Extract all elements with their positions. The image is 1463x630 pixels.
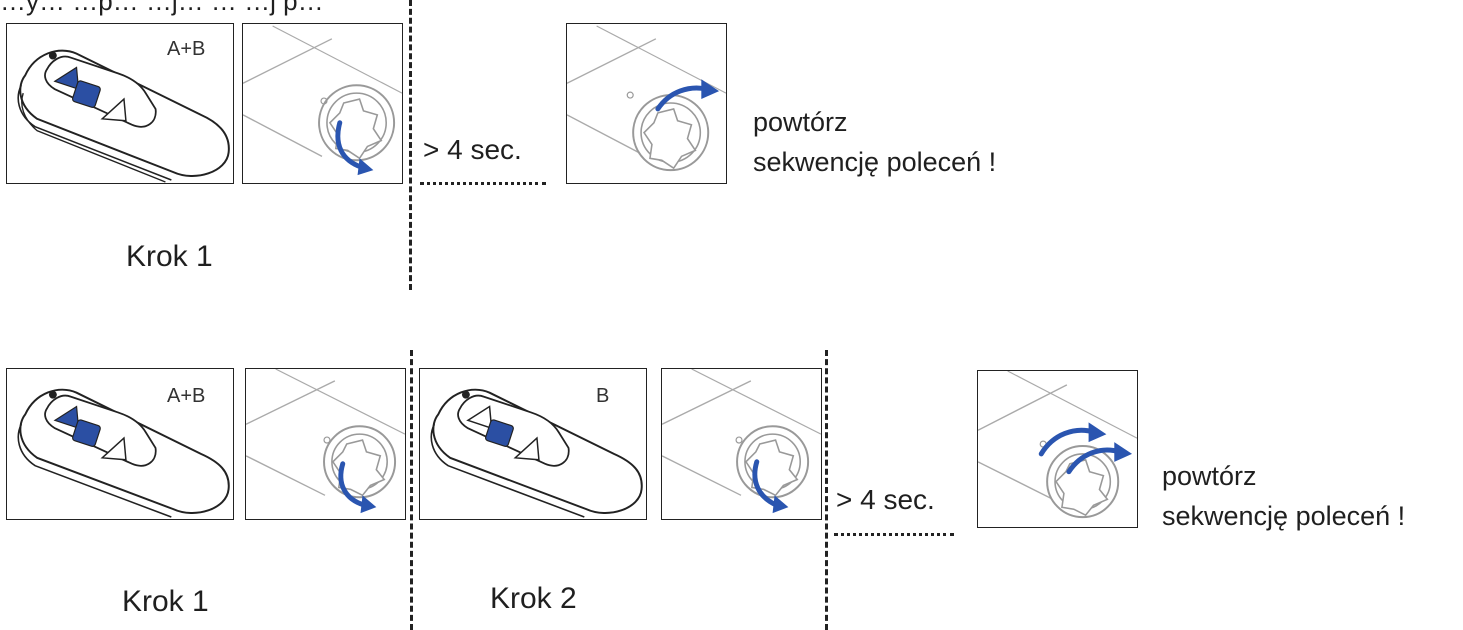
motor-panel-down [245,368,406,520]
rotation-arrow-icon [338,461,367,508]
duration-label: > 4 sec. [836,484,935,515]
motor-shaft-icon [246,369,405,514]
rotation-arrow-icon [335,120,364,170]
clipped-header-text: …y… …p… …j… … …j p… [0,0,324,16]
step1-label: Krok 1 [122,585,209,618]
rotation-arrow-icon [752,459,780,508]
remote-panel-ab: A+B [6,368,234,520]
button-combo-label: A+B [167,385,206,407]
motor-shaft-icon [662,369,821,514]
button-combo-label: A+B [167,38,206,60]
motor-panel-down [661,368,822,520]
motor-panel-up [566,23,727,184]
remote-control-icon [430,388,643,518]
repeat-note-line1: powtórz [753,107,848,137]
remote-control-icon [17,388,230,518]
remote-control-icon [17,49,230,183]
duration-dashes [420,182,546,185]
repeat-note: powtórz sekwencję poleceń ! [1162,456,1405,536]
motor-shaft-icon [567,25,726,172]
step2-label: Krok 2 [490,582,577,615]
remote-panel-b: B [419,368,647,520]
motor-panel-down [242,23,403,184]
separator-line [410,350,413,630]
duration-label: > 4 sec. [423,134,522,165]
repeat-note-line2: sekwencję poleceń ! [753,147,997,177]
remote-panel-ab: A+B [6,23,234,184]
step1-label: Krok 1 [126,240,213,273]
motor-shaft-icon [243,25,402,176]
separator-line [825,350,828,630]
motor-panel-up-double [977,370,1138,528]
duration-dashes [834,533,954,536]
repeat-note-line2: sekwencję poleceń ! [1162,501,1406,531]
motor-shaft-icon [978,371,1137,519]
repeat-note-line1: powtórz [1162,461,1257,491]
button-b-label: B [596,385,610,407]
separator-line [409,0,412,290]
repeat-note: powtórz sekwencję poleceń ! [753,102,996,182]
